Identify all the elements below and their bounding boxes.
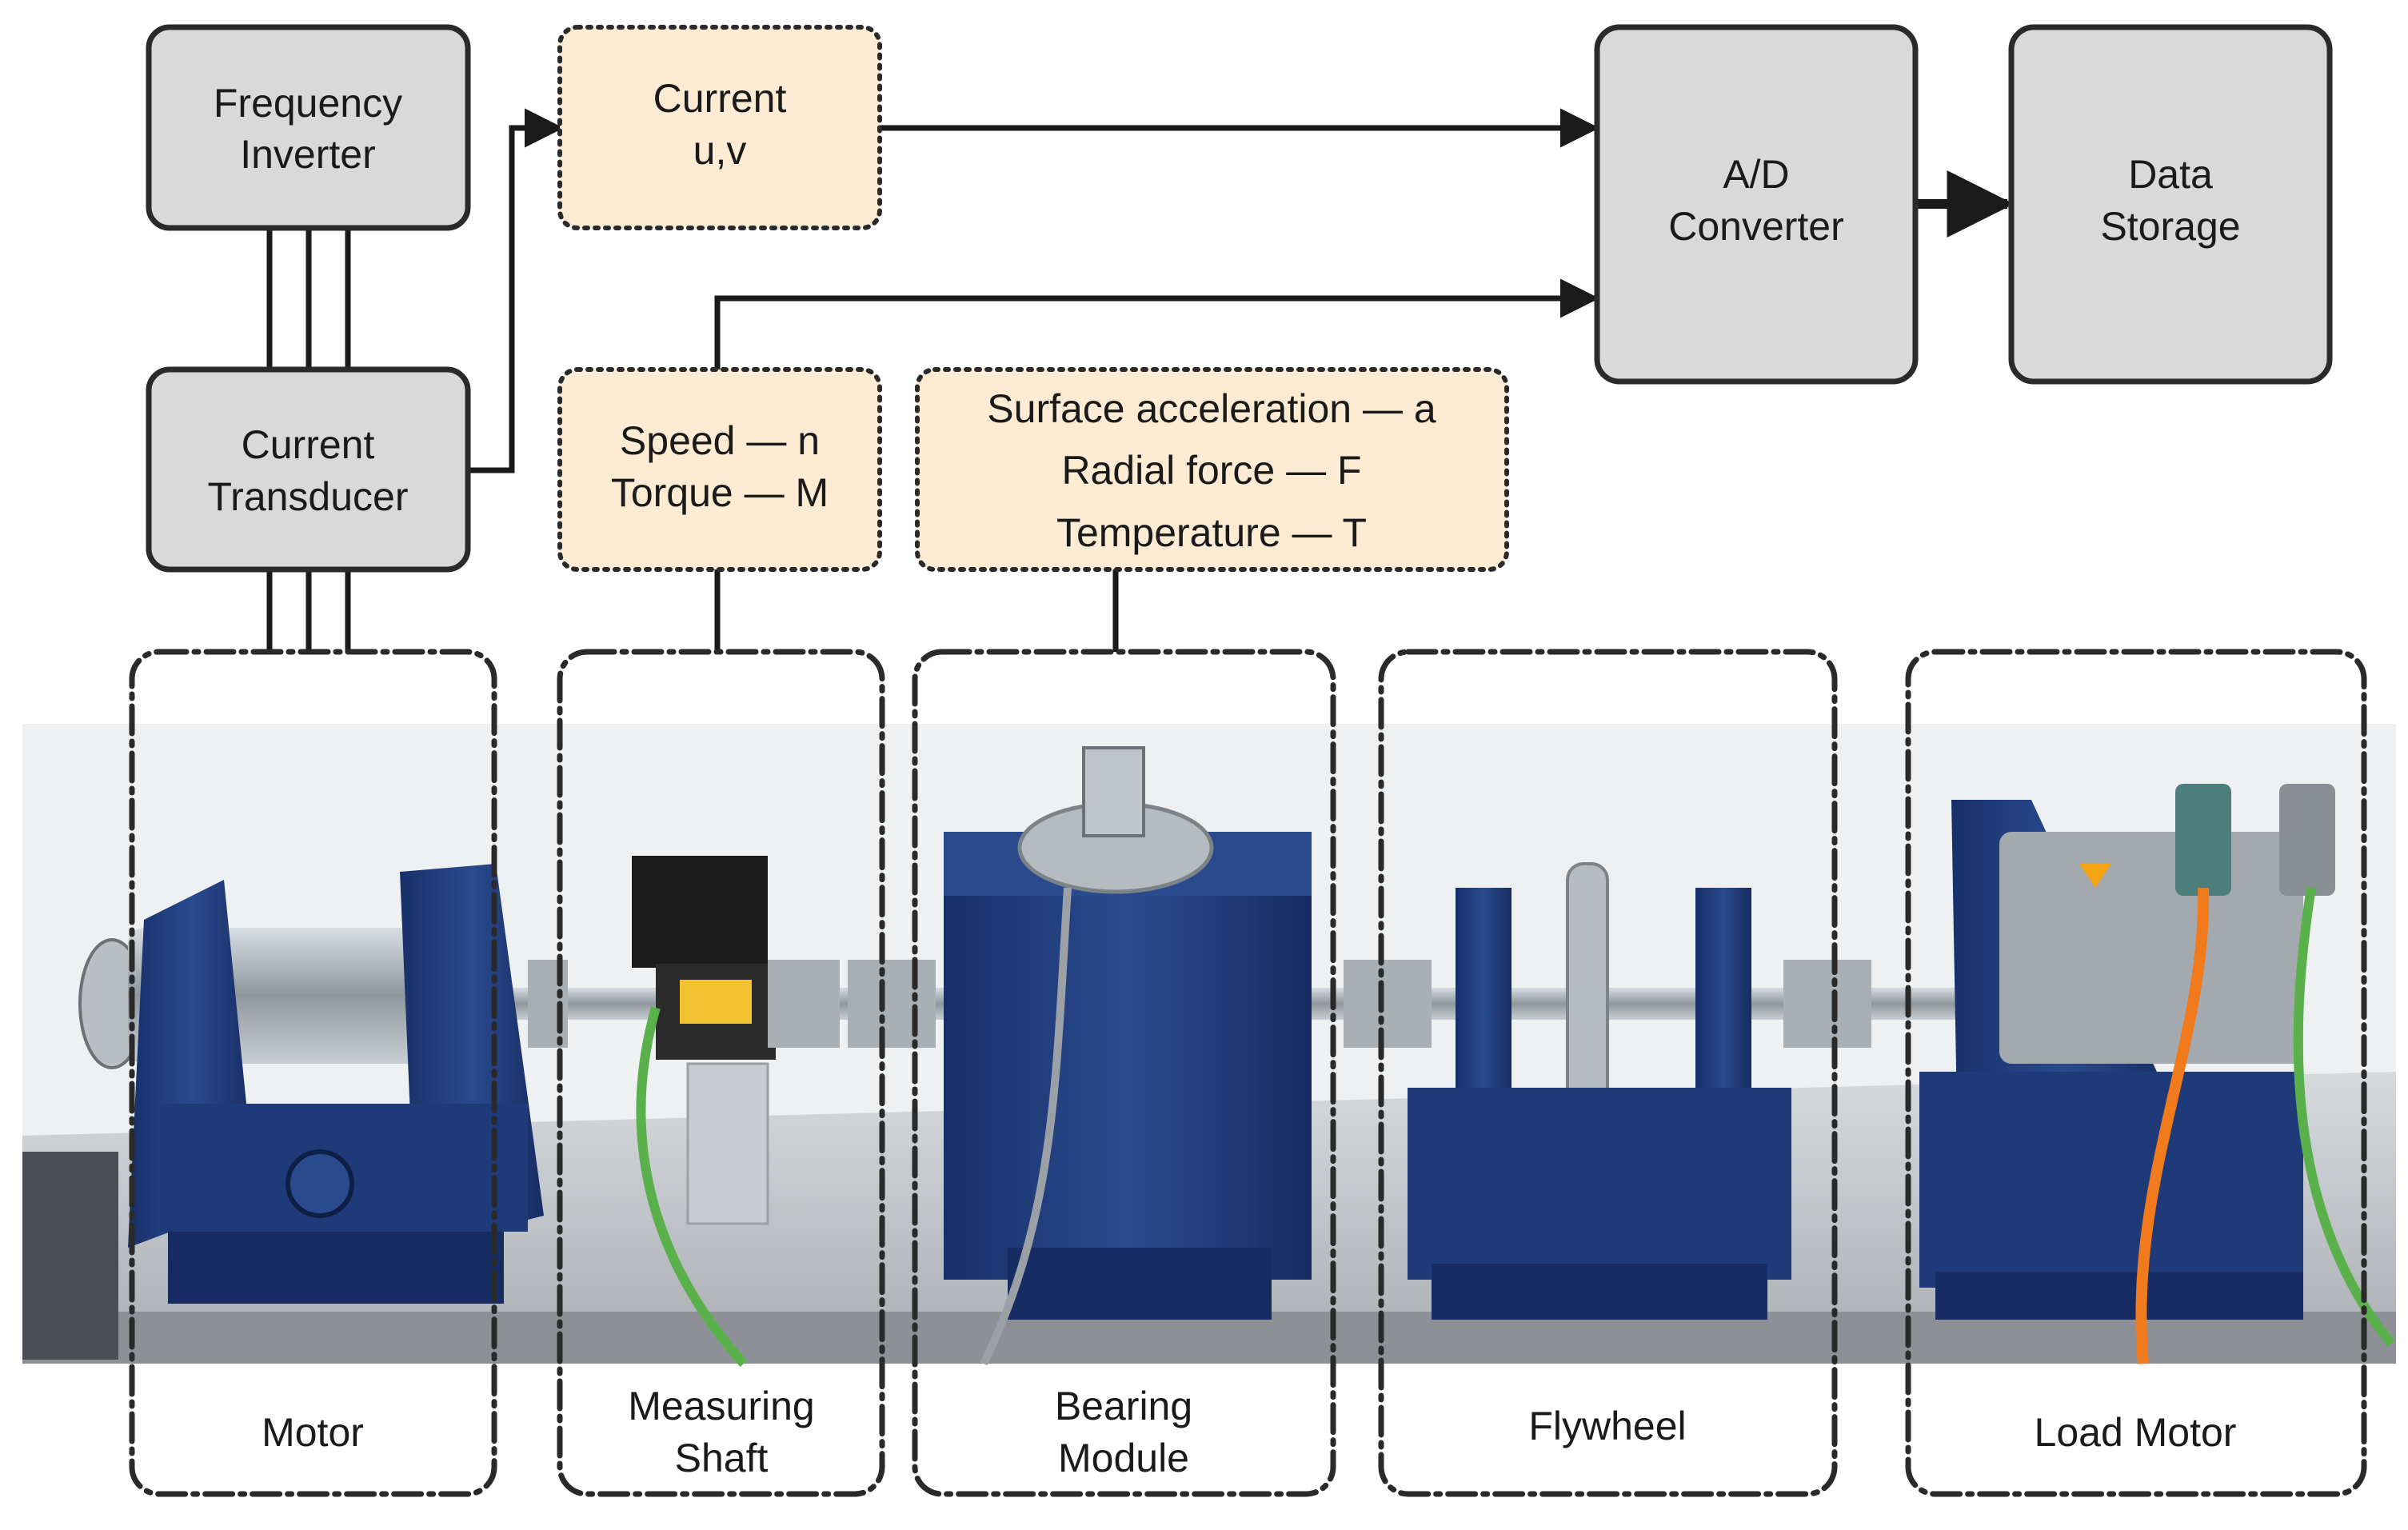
bearing-module-label-1: Bearing [1055, 1384, 1192, 1428]
current-uv-label-1: Current [653, 76, 787, 121]
torque-label: Torque — M [611, 470, 829, 515]
bench-front-edge [22, 1312, 2396, 1364]
ad-converter-label-2: Converter [1668, 204, 1844, 249]
data-storage-block: Data Storage [2008, 24, 2333, 385]
bearing-housing [848, 746, 1312, 1366]
component-frames [129, 649, 2367, 1497]
motor-label: Motor [262, 1410, 364, 1455]
data-storage-label-1: Data [2128, 152, 2213, 197]
current-uv-block: Current u,v [557, 25, 882, 230]
connection-lines [266, 108, 1599, 652]
load-motor-assembly [1919, 784, 2395, 1364]
load-motor-label: Load Motor [2035, 1410, 2237, 1455]
bearing-module-frame [912, 649, 1336, 1497]
current-uv-label-2: u,v [693, 128, 747, 173]
temperature-label: Temperature — T [1056, 510, 1367, 555]
test-rig-illustration [22, 724, 2396, 1368]
speed-torque-block: Speed — n Torque — M [557, 367, 882, 572]
measuring-shaft-label-2: Shaft [675, 1436, 769, 1480]
green-cable-2 [2293, 887, 2395, 1347]
ad-converter-label-1: A/D [1723, 152, 1789, 197]
gray-cable [980, 887, 1072, 1366]
flywheel-frame [1378, 649, 1838, 1497]
frequency-inverter-label-1: Frequency [214, 81, 402, 126]
data-storage-label-2: Storage [2100, 204, 2240, 249]
current-transducer-block: Current Transducer [146, 366, 471, 573]
frequency-inverter-label-2: Inverter [240, 132, 376, 177]
motor-frame [129, 649, 497, 1497]
flywheel-assembly [1344, 862, 1871, 1320]
current-transducer-label-2: Transducer [207, 474, 408, 519]
component-labels: Motor Measuring Shaft Bearing Module Fly… [262, 1384, 2236, 1480]
flywheel-label: Flywheel [1528, 1404, 1686, 1448]
bearing-sensors-block: Surface acceleration — a Radial force — … [915, 367, 1509, 572]
measuring-shaft-label-1: Measuring [628, 1384, 814, 1428]
frequency-inverter-block: Frequency Inverter [146, 24, 471, 231]
drive-motor [78, 864, 544, 1304]
surface-acceleration-label: Surface acceleration — a [987, 386, 1436, 431]
bench-left-block [22, 1152, 118, 1360]
measuring-shaft-frame [557, 649, 885, 1497]
green-cable-1 [636, 1006, 748, 1368]
radial-force-label: Radial force — F [1061, 448, 1361, 493]
load-motor-frame [1905, 649, 2367, 1497]
speed-label: Speed — n [620, 418, 820, 463]
bearing-module-label-2: Module [1058, 1436, 1189, 1480]
orange-cable [2135, 887, 2210, 1364]
ad-converter-block: A/D Converter [1594, 24, 1919, 385]
current-transducer-label-1: Current [242, 422, 375, 467]
